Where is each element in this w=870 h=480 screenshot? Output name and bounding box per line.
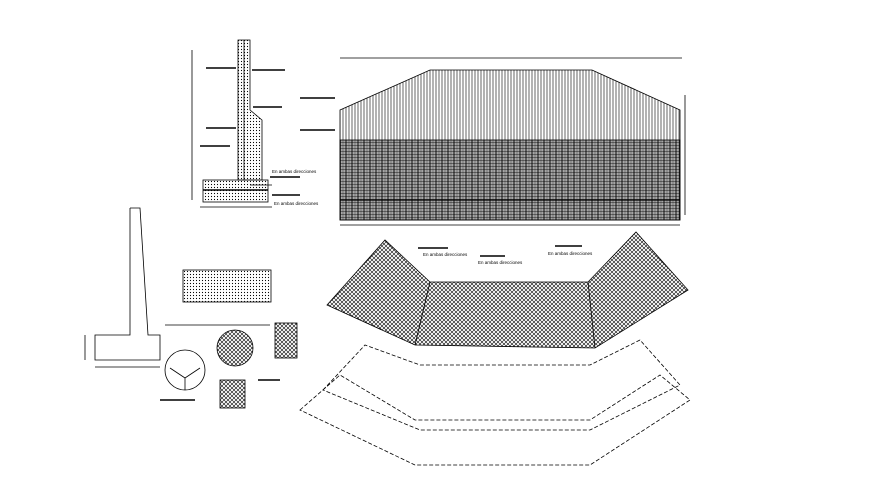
gabion-plan [299,231,691,466]
plan-note-left: En ambas direcciones [423,252,468,257]
retaining-wall-section [191,39,300,208]
wall-note-top: En ambas direcciones [272,169,317,174]
plan-note-right: En ambas direcciones [548,251,593,256]
l-wall-profile [84,207,161,368]
wall-note-bottom: En ambas direcciones [274,201,319,206]
plan-note-center: En ambas direcciones [478,260,523,265]
gabion-details [160,269,298,409]
gabion-elevation [300,57,686,226]
